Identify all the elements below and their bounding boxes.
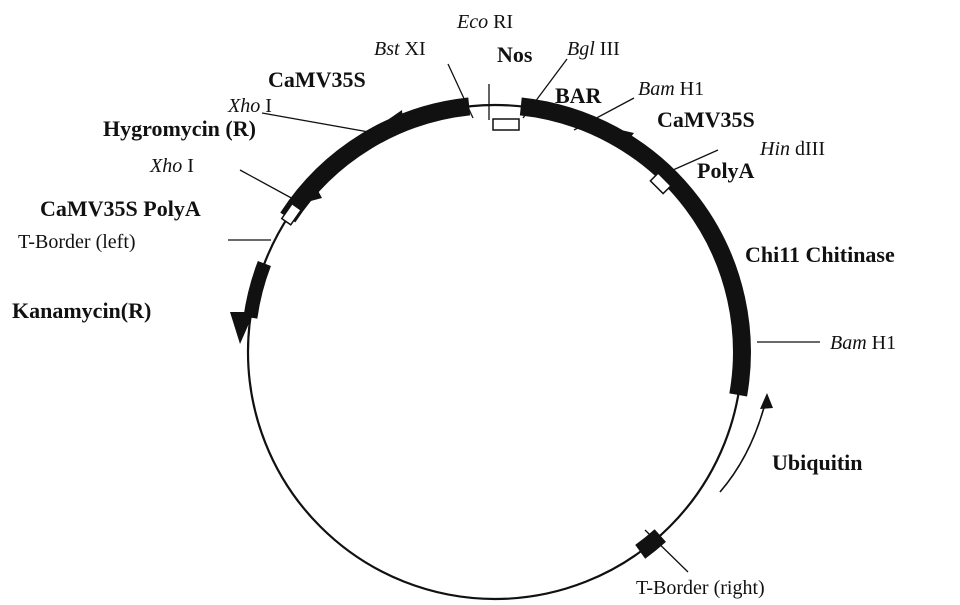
hindiii-leader [672, 149, 719, 171]
bar-chitinase-segment [519, 97, 751, 397]
xhoi-lower-label: Xho I [149, 155, 194, 177]
polya-right-box [649, 172, 672, 195]
bamh1-right-label: Bam H1 [830, 332, 896, 354]
nos-terminator-box [492, 118, 520, 131]
bamh1-top-leader [573, 97, 635, 131]
hindiii-label: Hin dIII [759, 138, 825, 160]
bamh1-top-label: Bam H1 [638, 78, 704, 100]
hygromycin-arrowhead [292, 176, 322, 206]
xhoi-upper-label: Xho I [227, 95, 272, 117]
t-border-left-label: T-Border (left) [18, 231, 136, 253]
ecori-label: Eco RI [456, 11, 513, 33]
hygromycin-label: Hygromycin (R) [103, 116, 256, 141]
camv35s-right-label: CaMV35S [657, 107, 755, 132]
ubiquitin-label: Ubiquitin [772, 450, 863, 475]
camv35s-left-arrow-head [389, 110, 403, 122]
kanamycin-segment [243, 260, 271, 319]
bstxi-leader [447, 63, 474, 119]
nos-label: Nos [497, 42, 533, 67]
kanamycin-arrowhead [230, 312, 254, 344]
camv35s-left-label: CaMV35S [268, 67, 366, 92]
camv35s-right-arrow-head [621, 130, 634, 142]
camv35s-right-arrow-line [625, 133, 663, 161]
ubiquitin-arrow-head [760, 393, 773, 409]
xhoi-upper-leader [261, 112, 381, 135]
camv35s-polya-box [280, 202, 303, 226]
ubiquitin-segment [635, 529, 666, 559]
chi11-chitinase-label: Chi11 Chitinase [745, 242, 895, 267]
polya-right-label: PolyA [697, 158, 755, 183]
bglii-leader [522, 58, 568, 119]
bar-label: BAR [555, 83, 603, 108]
xhoi-lower-leader [239, 169, 296, 201]
bstxi-label: Bst XI [374, 38, 426, 60]
t-border-right-leader [644, 529, 689, 573]
kanamycin-label: Kanamycin(R) [12, 298, 151, 323]
bglii-label: Bgl III [567, 38, 620, 60]
ubiquitin-arrow-curve [719, 399, 767, 493]
t-border-right-label: T-Border (right) [636, 577, 765, 599]
camv35s-polya-left-label: CaMV35S PolyA [40, 196, 201, 221]
